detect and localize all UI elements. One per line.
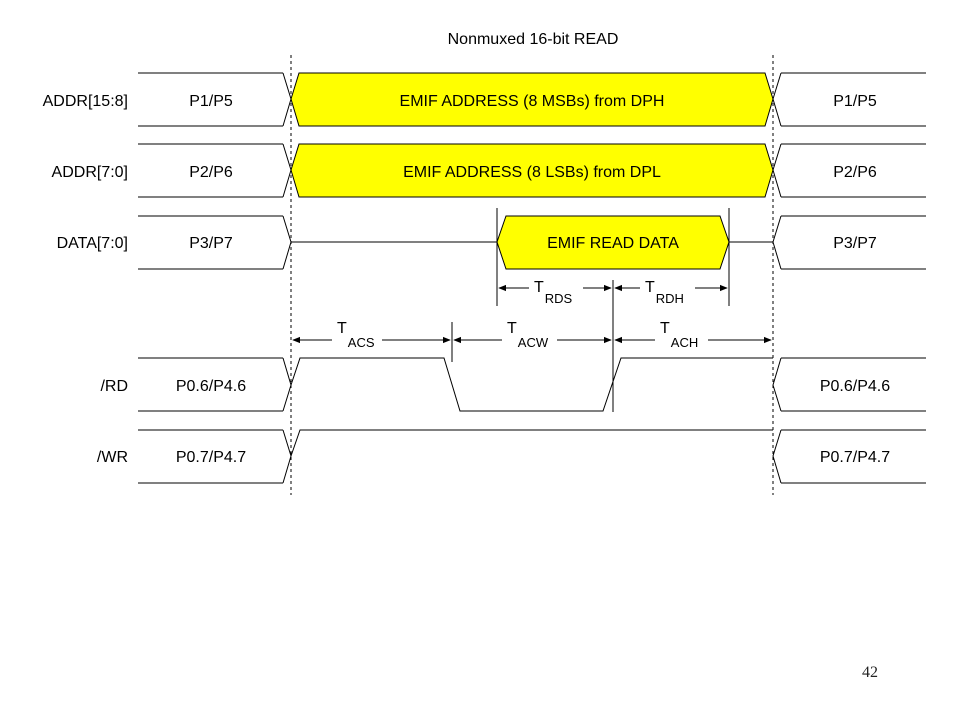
signal-label: /WR [97, 449, 128, 466]
wr-waveform [290, 429, 773, 457]
bus-segment [290, 143, 774, 198]
right-value: P0.6/P4.6 [820, 378, 890, 395]
bus-text: EMIF ADDRESS (8 MSBs) from DPH [400, 93, 665, 110]
signal-label: /RD [100, 378, 128, 395]
signal-label: ADDR[7:0] [52, 164, 128, 181]
t-ach-label: TACH [660, 320, 698, 350]
t-acs-label: TACS [337, 320, 375, 350]
rd-waveform [290, 357, 773, 412]
signal-data: DATA[7:0] P3/P7 EMIF READ DATA P3/P7 [57, 215, 926, 270]
left-value: P2/P6 [189, 164, 233, 181]
data-timing-markers: TRDS TRDH [496, 208, 730, 412]
page-number: 42 [862, 664, 878, 681]
t-acw-label: TACW [507, 320, 549, 350]
signal-addr-low: ADDR[7:0] P2/P6 EMIF ADDRESS (8 LSBs) fr… [52, 143, 926, 198]
left-value: P3/P7 [189, 235, 233, 252]
right-value: P1/P5 [833, 93, 877, 110]
signal-rd: /RD P0.6/P4.6 P0.6/P4.6 [100, 357, 926, 412]
signal-label: DATA[7:0] [57, 235, 128, 252]
left-value: P1/P5 [189, 93, 233, 110]
diagram-title: Nonmuxed 16-bit READ [448, 31, 619, 48]
t-rdh-label: TRDH [645, 279, 684, 306]
right-value: P3/P7 [833, 235, 877, 252]
right-value: P0.7/P4.7 [820, 449, 890, 466]
bus-text: EMIF ADDRESS (8 LSBs) from DPL [403, 164, 661, 181]
left-value: P0.6/P4.6 [176, 378, 246, 395]
t-rds-label: TRDS [534, 279, 573, 306]
bus-text: EMIF READ DATA [547, 235, 679, 252]
right-value: P2/P6 [833, 164, 877, 181]
signal-addr-high: ADDR[15:8] P1/P5 EMIF ADDRESS (8 MSBs) f… [43, 72, 926, 127]
signal-wr: /WR P0.7/P4.7 P0.7/P4.7 [97, 429, 926, 484]
access-timing-markers: TACS TACW TACH [292, 320, 772, 362]
signal-label: ADDR[15:8] [43, 93, 128, 110]
bus-segment [290, 72, 774, 127]
left-value: P0.7/P4.7 [176, 449, 246, 466]
